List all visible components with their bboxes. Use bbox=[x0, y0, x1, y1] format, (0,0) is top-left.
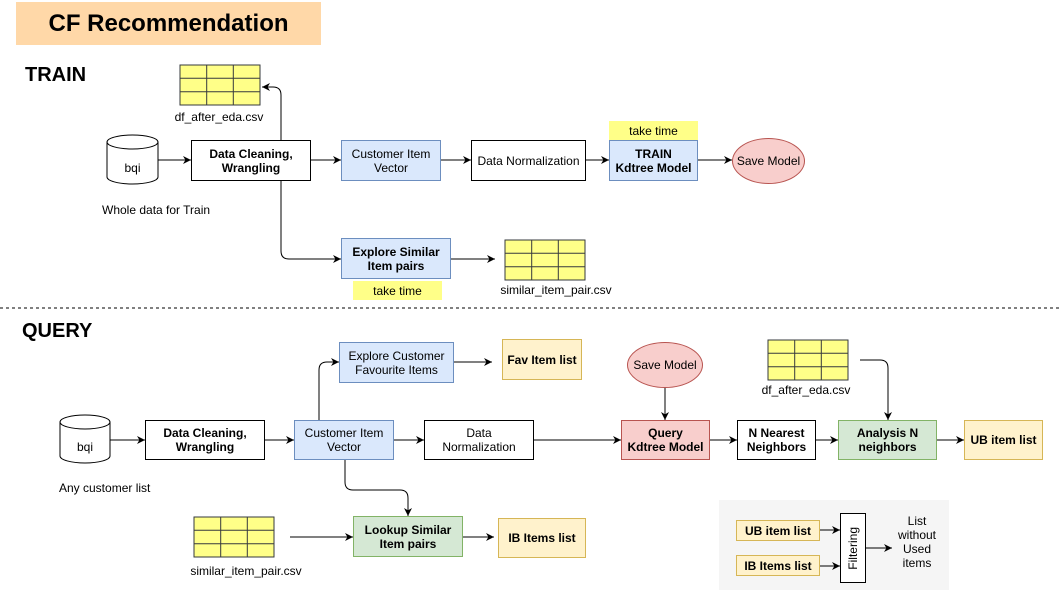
query-similar-pairs-csv-caption: similar_item_pair.csv bbox=[190, 564, 302, 578]
diagram-title: CF Recommendation bbox=[16, 2, 321, 45]
train-data-normalization-step: Data Normalization bbox=[471, 140, 586, 181]
query-source-caption: Any customer list bbox=[59, 481, 151, 495]
train-data-cleaning-step: Data Cleaning, Wrangling bbox=[191, 140, 311, 181]
arrow-vector-to-explore-favourite bbox=[318, 358, 339, 420]
train-similar-pairs-csv-caption: similar_item_pair.csv bbox=[500, 283, 612, 297]
train-customer-item-vector-step: Customer Item Vector bbox=[341, 140, 441, 181]
n-nearest-neighbors-step: N Nearest Neighbors bbox=[737, 420, 816, 460]
explore-similar-time-note: take time bbox=[353, 281, 442, 300]
filter-ub-item-list-input: UB item list bbox=[736, 520, 820, 541]
csv-table-icon bbox=[504, 239, 586, 281]
csv-table-icon bbox=[179, 64, 261, 106]
explore-customer-favourite-items-step: Explore Customer Favourite Items bbox=[339, 342, 454, 383]
database-cylinder-icon bbox=[106, 134, 159, 185]
filter-ib-items-list-input: IB Items list bbox=[736, 555, 820, 576]
train-section-heading: TRAIN bbox=[25, 64, 87, 86]
train-kdtree-model-step: TRAIN Kdtree Model bbox=[609, 140, 698, 181]
arrow-cleaning-to-explore-similar bbox=[280, 181, 341, 263]
query-saved-model-node: Save Model bbox=[627, 342, 703, 388]
lookup-similar-item-pairs-step: Lookup Similar Item pairs bbox=[353, 516, 463, 557]
fav-item-list-output: Fav Item list bbox=[502, 339, 582, 380]
filtering-label: Filtering bbox=[846, 526, 860, 570]
query-eda-csv-caption: df_after_eda.csv bbox=[761, 383, 851, 397]
train-model-time-note: take time bbox=[609, 121, 698, 140]
train-save-model-node: Save Model bbox=[732, 138, 805, 184]
train-bqi-label: bqi bbox=[124, 161, 141, 175]
ub-item-list-output: UB item list bbox=[964, 420, 1043, 460]
explore-similar-item-pairs-step: Explore Similar Item pairs bbox=[341, 238, 451, 279]
query-bqi-label: bqi bbox=[76, 440, 93, 454]
ib-items-list-output: IB Items list bbox=[498, 518, 586, 558]
query-customer-item-vector-step: Customer Item Vector bbox=[294, 420, 394, 460]
csv-table-icon bbox=[193, 516, 275, 558]
csv-table-icon bbox=[767, 339, 849, 381]
query-section-heading: QUERY bbox=[22, 320, 93, 342]
query-data-cleaning-step: Data Cleaning, Wrangling bbox=[145, 420, 265, 460]
train-eda-csv-caption: df_after_eda.csv bbox=[174, 110, 264, 124]
filtered-output-label: List without Used items bbox=[897, 514, 937, 570]
train-source-caption: Whole data for Train bbox=[102, 203, 211, 217]
query-data-normalization-step: Data Normalization bbox=[424, 420, 534, 460]
arrow-eda-csv-to-analysis bbox=[860, 359, 892, 420]
arrow-vector-to-lookup bbox=[344, 460, 412, 516]
filtering-step: Filtering bbox=[840, 513, 866, 583]
analysis-n-neighbors-step: Analysis N neighbors bbox=[838, 420, 937, 460]
database-cylinder-icon bbox=[59, 414, 111, 464]
query-kdtree-model-step: Query Kdtree Model bbox=[621, 420, 710, 460]
arrow-cleaning-to-eda-csv bbox=[262, 83, 282, 140]
